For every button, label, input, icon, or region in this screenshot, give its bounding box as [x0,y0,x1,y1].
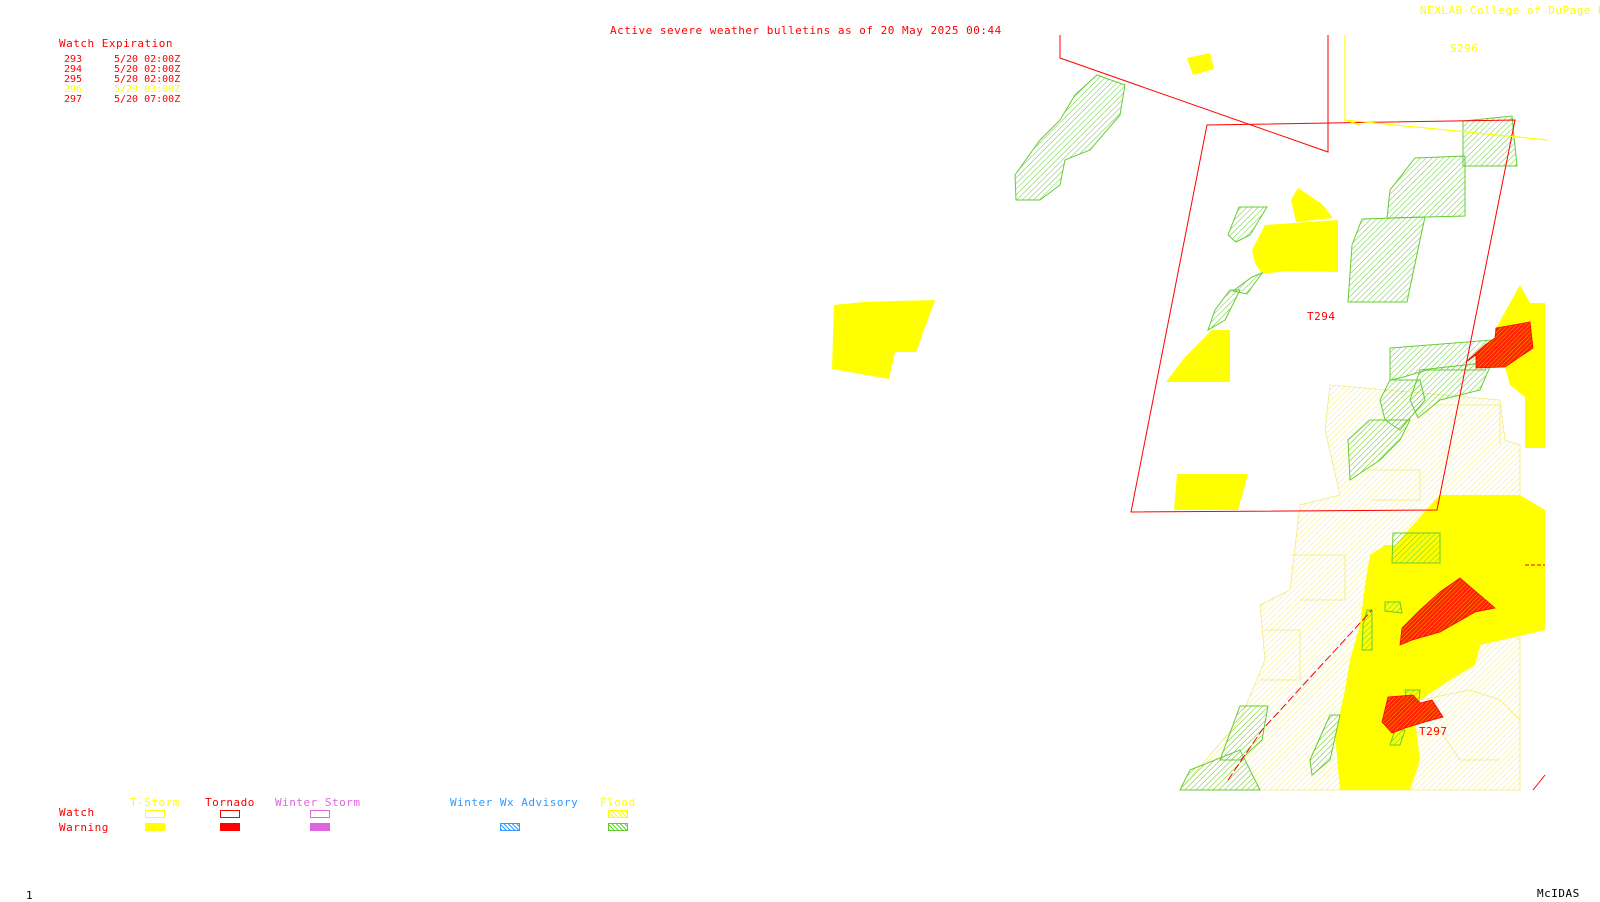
winter-storm-watch-swatch [310,810,330,818]
watch-label-t294: T294 [1307,310,1336,323]
watch-number: 295 [64,74,83,85]
flood-warning-polygons [1014,74,1518,791]
tstorm-watch-lines [1344,35,1549,141]
expiration-row-297: 297 5/20 07:00Z [64,95,180,105]
legend-tstorm-label: T-Storm [130,796,180,809]
expiration-row-293: 293 5/20 02:00Z [64,55,180,65]
tornado-watch-swatch [220,810,240,818]
software-label: McIDAS [1537,887,1580,900]
winter-storm-warning-swatch [310,823,330,831]
watch-time: 5/20 07:00Z [114,94,181,105]
expiration-row-295: 295 5/20 02:00Z [64,75,180,85]
watch-time: 5/20 02:00Z [114,64,181,75]
expiration-row-296: 296 5/20 03:00Z [64,85,180,95]
legend-warning-row-label: Warning [59,821,109,834]
watch-label-t297: T297 [1419,725,1448,738]
watch-number: 293 [64,54,83,65]
tornado-watch-294-box [1130,119,1516,513]
flood-warning-swatch [608,823,628,831]
legend-winter-storm-label: Winter Storm [275,796,361,809]
legend-winter-advisory-label: Winter Wx Advisory [450,796,579,809]
watch-number: 297 [64,94,83,105]
tstorm-warning-swatch [145,823,165,831]
tstorm-watch-swatch [145,810,165,818]
tornado-warning-polygons [1381,321,1534,734]
legend-tornado-label: Tornado [205,796,255,809]
page-title: Active severe weather bulletins as of 20… [610,24,1002,37]
watch-expiration-heading: Watch Expiration [59,37,173,50]
flood-watch-swatch [608,810,628,818]
watch-time: 5/20 02:00Z [114,74,181,85]
tornado-warning-swatch [220,823,240,831]
watch-label-s296: S296 [1450,42,1479,55]
watch-number: 296 [64,84,83,95]
legend-flood-label: Flood [600,796,636,809]
credit-label: NEXLAB-College of DuPage R [1420,4,1600,17]
tornado-watch-boxes [1059,35,1546,791]
watch-time: 5/20 03:00Z [114,84,181,95]
watch-number: 294 [64,64,83,75]
frame-number: 1 [26,889,34,902]
expiration-row-294: 294 5/20 02:00Z [64,65,180,75]
winter-advisory-warning-swatch [500,823,520,831]
watch-time: 5/20 02:00Z [114,54,181,65]
legend-watch-row-label: Watch [59,806,95,819]
